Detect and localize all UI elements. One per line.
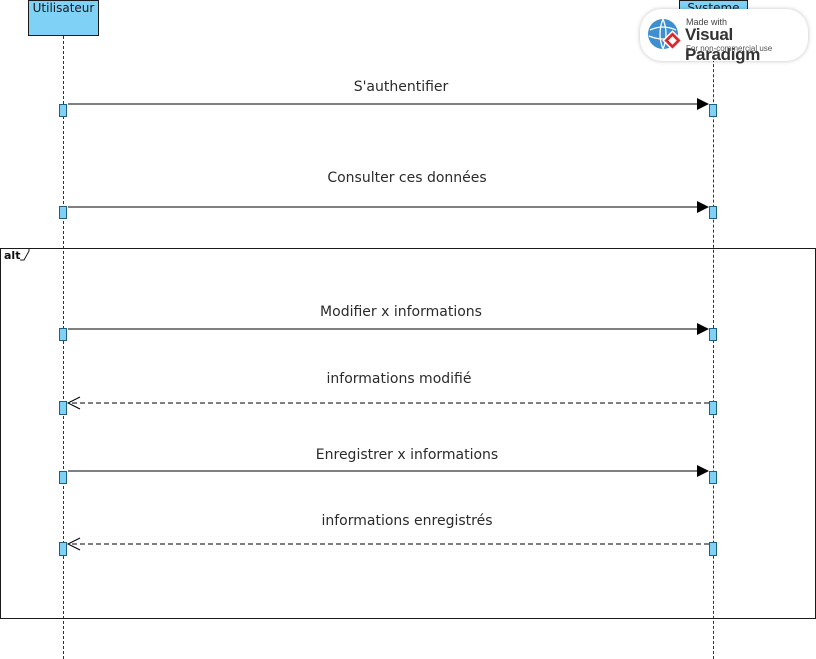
activation-utilisateur[interactable] — [59, 328, 67, 341]
message-arrowhead-enregistres-reply — [66, 537, 81, 551]
message-arrowhead-modifie-reply — [66, 396, 81, 410]
activation-systeme[interactable] — [709, 471, 717, 484]
alt-fragment-tag-corner — [20, 249, 30, 261]
message-arrowhead-authentifier — [697, 98, 709, 110]
message-label-enregistres-reply[interactable]: informations enregistrés — [321, 513, 493, 529]
activation-utilisateur[interactable] — [59, 401, 67, 415]
alt-fragment-operator: alt — [1, 249, 24, 262]
visual-paradigm-watermark: Made with Visual Paradigm For non-commer… — [640, 9, 808, 64]
message-label-authentifier[interactable]: S'authentifier — [353, 79, 449, 95]
activation-systeme[interactable] — [709, 328, 717, 341]
watermark-note: For non-commercial use — [686, 44, 773, 53]
activation-systeme[interactable] — [709, 542, 717, 556]
message-label-modifier[interactable]: Modifier x informations — [320, 304, 482, 320]
activation-utilisateur[interactable] — [59, 471, 67, 484]
activation-systeme[interactable] — [709, 401, 717, 415]
message-label-enregistrer[interactable]: Enregistrer x informations — [315, 447, 499, 463]
lifeline-line-utilisateur — [63, 36, 64, 659]
message-label-consulter[interactable]: Consulter ces données — [327, 170, 487, 186]
lifeline-label-utilisateur: Utilisateur — [32, 1, 95, 15]
visual-paradigm-logo-icon — [648, 18, 683, 51]
message-arrowhead-enregistrer — [697, 465, 709, 477]
watermark-made-with: Made with — [686, 17, 728, 27]
watermark-brand: Visual Paradigm — [685, 25, 761, 64]
activation-systeme[interactable] — [709, 104, 717, 117]
activation-utilisateur[interactable] — [59, 104, 67, 117]
activation-utilisateur[interactable] — [59, 206, 67, 219]
activation-utilisateur[interactable] — [59, 542, 67, 556]
activation-systeme[interactable] — [709, 206, 717, 219]
message-label-modifie-reply[interactable]: informations modifié — [326, 371, 472, 387]
lifeline-head-utilisateur[interactable]: Utilisateur — [28, 0, 99, 36]
message-arrowhead-modifier — [697, 323, 709, 335]
message-arrowhead-consulter — [697, 201, 709, 213]
